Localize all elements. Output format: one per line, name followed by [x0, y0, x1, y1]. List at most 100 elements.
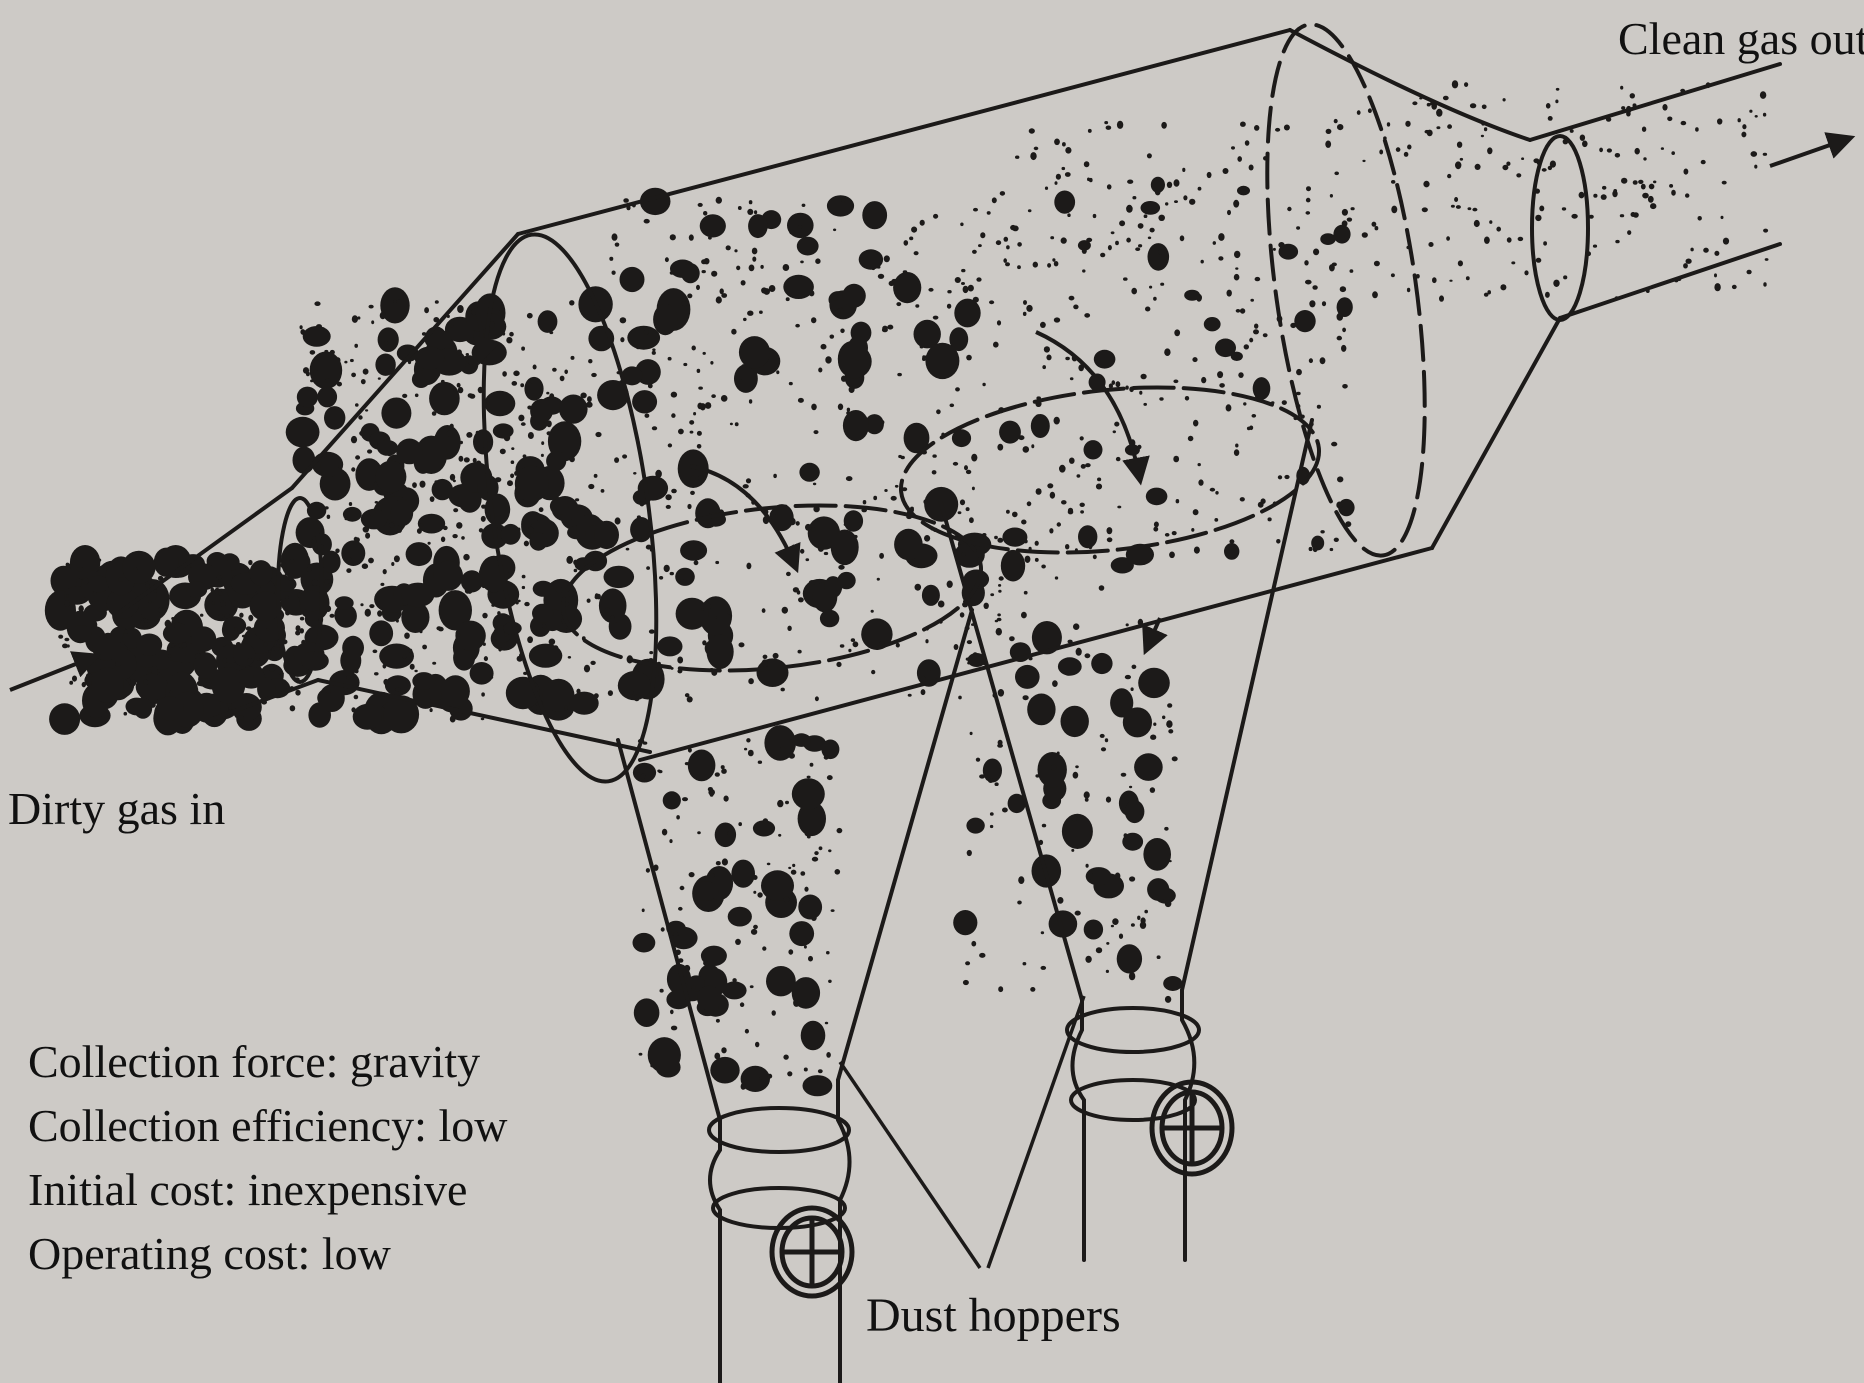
dust-particle: [673, 932, 678, 937]
dust-particle: [1165, 900, 1172, 907]
dust-particle: [158, 607, 163, 613]
dust-particle: [694, 560, 699, 565]
dust-particle: [1183, 195, 1187, 200]
dust-particle: [744, 748, 747, 751]
dust-particle: [638, 476, 668, 501]
dust-particle: [1342, 209, 1348, 216]
dust-particle: [324, 406, 345, 430]
dust-particle: [963, 286, 969, 293]
dust-particle: [1093, 555, 1097, 560]
dust-particle: [472, 340, 507, 366]
dust-particle: [528, 432, 534, 439]
dust-particle: [1108, 245, 1112, 250]
dust-particle: [801, 1021, 826, 1051]
dust-particle: [708, 236, 712, 239]
dust-particle: [833, 229, 836, 232]
dust-particle: [848, 336, 868, 360]
dust-particle: [609, 257, 613, 261]
dust-particle: [740, 1002, 744, 1007]
dust-particle: [1023, 300, 1027, 305]
dust-particle: [93, 592, 97, 596]
dust-particle: [698, 203, 703, 207]
dust-particle: [430, 496, 435, 502]
dust-particle: [909, 237, 913, 241]
dust-particle: [580, 393, 586, 399]
dust-particle: [363, 369, 369, 375]
valve-flange-right-top: [1067, 1008, 1199, 1052]
dust-particle: [897, 373, 902, 376]
dust-particle: [575, 498, 579, 501]
dust-particle: [798, 650, 802, 654]
dust-particle: [663, 791, 681, 809]
dust-particle: [689, 872, 695, 877]
dust-particle: [789, 230, 795, 235]
dust-particle: [1330, 548, 1334, 551]
dust-particle: [1362, 232, 1368, 238]
dust-particle: [1521, 157, 1524, 160]
dust-particle: [698, 475, 704, 480]
dust-particle: [1193, 509, 1199, 515]
dust-particle: [1107, 527, 1113, 534]
dust-particle: [286, 417, 320, 448]
dust-particle: [809, 580, 815, 585]
dust-particle: [1452, 80, 1458, 88]
dust-particle: [1717, 118, 1722, 124]
dust-particle: [1169, 860, 1172, 862]
dust-particle: [507, 480, 513, 486]
dust-particle: [1240, 497, 1245, 501]
dust-particle: [466, 432, 472, 438]
dust-particle: [511, 460, 515, 464]
dust-particle: [605, 608, 611, 613]
dust-particle: [970, 732, 973, 735]
dust-particle: [815, 696, 819, 701]
dust-particle: [893, 272, 921, 303]
dust-particle: [954, 644, 959, 650]
dust-particle: [420, 481, 426, 488]
dust-particle: [1273, 248, 1276, 251]
dust-particle: [984, 603, 989, 609]
dust-particle: [646, 566, 650, 570]
dust-particle: [1024, 591, 1028, 595]
dust-particle: [250, 560, 273, 586]
dust-particle: [156, 696, 184, 720]
dust-particle: [799, 902, 803, 906]
dust-particle: [800, 261, 804, 264]
dust-particle: [1653, 181, 1656, 184]
dust-particle: [64, 600, 69, 607]
dust-particle: [212, 601, 215, 605]
dust-particle: [960, 499, 965, 505]
dust-particle: [1174, 329, 1180, 336]
dust-particle: [1028, 209, 1032, 212]
dust-particle: [1482, 105, 1487, 110]
dust-particle: [668, 357, 672, 361]
dust-particle: [798, 895, 822, 920]
dust-particle: [1135, 247, 1140, 251]
dust-particle: [978, 244, 982, 247]
dust-particle: [853, 641, 859, 647]
dust-particle: [501, 524, 521, 545]
dust-particle: [759, 311, 763, 314]
dust-particle: [1126, 238, 1131, 243]
dust-hoppers-label: Dust hoppers: [866, 1288, 1121, 1343]
dust-particle: [1648, 196, 1654, 203]
dust-particle: [705, 402, 711, 409]
dust-particle: [1428, 242, 1433, 247]
dust-particle: [1003, 258, 1007, 263]
dust-particle: [1084, 161, 1090, 167]
dust-particle: [626, 548, 630, 551]
dust-particle: [468, 358, 474, 365]
dust-particle: [380, 583, 384, 586]
dust-particle: [1023, 962, 1027, 965]
dust-particle: [1193, 420, 1198, 427]
dust-particle: [789, 921, 814, 946]
dust-particle: [354, 537, 358, 541]
dust-particle: [1601, 194, 1607, 200]
dust-particle: [670, 234, 676, 240]
dust-particle: [700, 214, 726, 237]
dust-particle: [669, 839, 672, 843]
dust-particle: [633, 763, 656, 783]
dust-particle: [1227, 290, 1232, 297]
dust-particle: [1571, 214, 1577, 219]
dust-particle: [1258, 502, 1264, 508]
